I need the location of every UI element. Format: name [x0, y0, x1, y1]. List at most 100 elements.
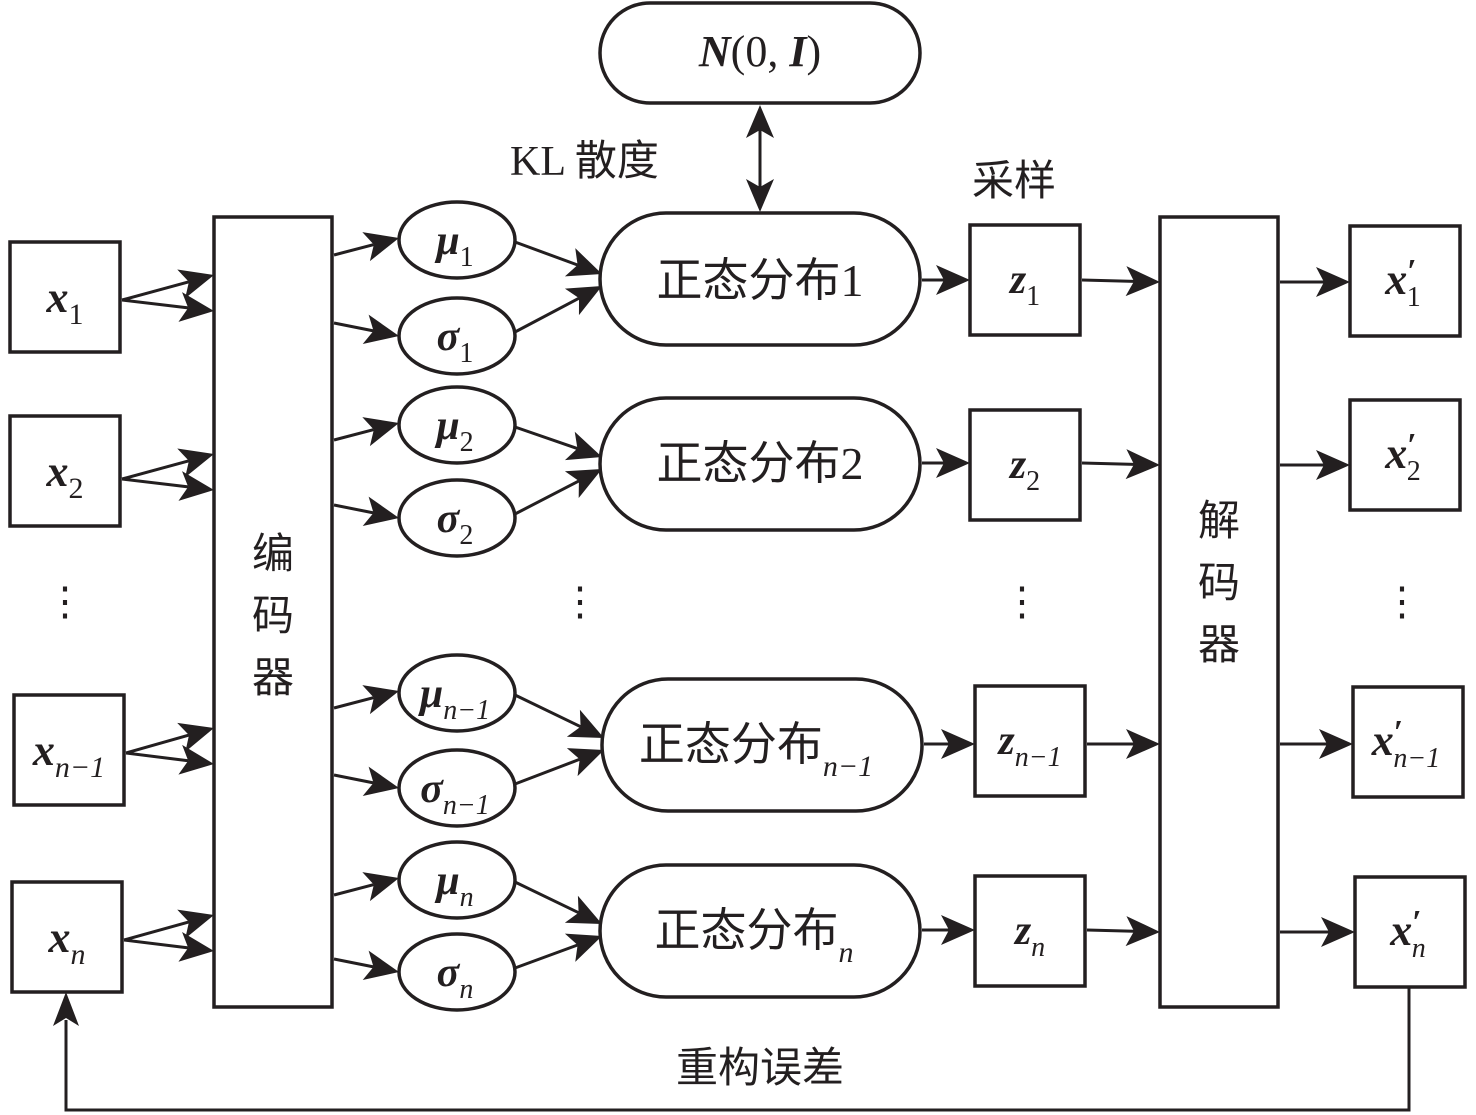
kl-divergence-label: KL 散度	[510, 139, 659, 185]
input-arrow-lower-line	[123, 938, 189, 950]
distribution-label: 正态分布2	[657, 438, 864, 489]
kl-arrowhead-up	[746, 105, 774, 138]
output-label-symbol: x	[1371, 716, 1394, 765]
input-arrow-lower-line	[121, 477, 189, 489]
mu-label-subscript: n	[460, 882, 474, 913]
distribution-label: 正态分布n	[655, 905, 854, 969]
encoder-to-mu-arrow-head	[362, 872, 399, 902]
latent-box	[968, 408, 1082, 522]
encoder-to-sigma-arrow-line	[333, 503, 374, 515]
input-arrow-lower-head	[178, 292, 214, 322]
input-label-symbol: x	[48, 913, 71, 962]
output-label: x′n	[1389, 904, 1426, 964]
sigma-label-subscript: 1	[459, 338, 473, 369]
input-label-subscript: n	[71, 938, 86, 971]
encoder-to-mu-arrow-line	[333, 883, 375, 897]
output-label-prime: ′	[1412, 904, 1422, 941]
mu-to-distribution-arrow-head	[564, 895, 602, 924]
prior-label: N(0, I)	[698, 27, 821, 76]
distribution-node	[598, 396, 922, 532]
output-label-prime: ′	[1407, 253, 1417, 290]
input-box	[10, 880, 124, 994]
latent-box	[973, 684, 1087, 798]
distribution-to-latent-arrow-head	[936, 265, 970, 295]
sigma-to-distribution-arrow-line	[514, 757, 581, 786]
ellipsis-distributions: ⋮	[560, 579, 600, 624]
encoder-to-sigma-arrow-line	[333, 321, 374, 333]
sigma-label: σn	[437, 950, 474, 1005]
distribution-to-latent-arrow-head	[941, 915, 975, 945]
reconstruction-error-label: 重构误差	[676, 1046, 844, 1092]
input-arrow-upper-head	[177, 269, 214, 299]
sigma-label: σn−1	[420, 766, 490, 821]
latent-to-decoder-arrow-head	[1125, 449, 1160, 480]
output-label-symbol: x	[1384, 255, 1407, 304]
input-arrow-lower-head	[178, 471, 214, 501]
input-label: xn	[48, 913, 86, 971]
latent-label-symbol: z	[1008, 257, 1027, 303]
input-arrow-upper-line	[125, 733, 190, 755]
latent-label-subscript: n	[1031, 932, 1045, 963]
prior-box	[598, 1, 922, 105]
mu-to-distribution-arrow-head	[564, 431, 602, 461]
kl-arrowhead-down	[746, 179, 774, 212]
decoder-to-output-arrow-head	[1316, 267, 1350, 297]
mu-node	[397, 385, 517, 465]
latent-label-symbol: z	[1013, 908, 1032, 954]
mu-label-symbol: μ	[434, 858, 459, 904]
input-box	[8, 414, 122, 528]
sigma-label-symbol: σ	[437, 314, 461, 360]
mu-label-subscript: 1	[460, 242, 474, 273]
input-arrow-upper-line	[121, 280, 190, 302]
distribution-name: 正态分布	[655, 905, 839, 956]
latent-label: zn−1	[996, 718, 1061, 773]
sigma-label-subscript: 2	[459, 520, 473, 551]
sigma-label-symbol: σ	[420, 766, 444, 812]
input-arrow-lower-line	[125, 751, 189, 763]
mu-label: μ1	[434, 218, 473, 273]
encoder-to-sigma-arrow-line	[333, 773, 374, 785]
mu-label: μ2	[434, 403, 473, 458]
encoder-to-sigma-arrow-head	[362, 766, 399, 797]
latent-to-decoder-arrow-line	[1081, 278, 1135, 283]
reconstruction-arrowhead	[53, 992, 79, 1026]
prior-node: N(0, I)	[598, 1, 922, 105]
encoder-box	[212, 215, 334, 1009]
distribution-to-latent-arrow-head	[941, 729, 975, 759]
output-label-prime: ′	[1394, 714, 1404, 751]
distribution-subscript: n	[839, 936, 854, 969]
output-label: x′n−1	[1371, 714, 1440, 774]
output-label-subscript: n	[1412, 933, 1426, 964]
sigma-to-distribution-arrow-line	[514, 943, 579, 970]
input-arrow-lower-line	[121, 298, 189, 310]
reconstruction-loop	[53, 988, 1411, 1112]
latent-label-symbol: z	[1008, 442, 1027, 488]
mu-label-symbol: μ	[434, 403, 459, 449]
sigma-to-distribution-arrow-head	[564, 933, 602, 962]
output-label-symbol: x	[1384, 429, 1407, 478]
mu-label-symbol: μ	[418, 671, 443, 717]
decoder-box	[1158, 215, 1280, 1009]
latent-to-decoder-arrow-line	[1081, 461, 1135, 466]
distribution-node	[600, 677, 924, 813]
encoder-char-3: 器	[252, 656, 294, 702]
sigma-label: σ2	[437, 496, 474, 551]
decoder-to-output-arrow-head	[1321, 917, 1355, 947]
mu-label-symbol: μ	[434, 218, 459, 264]
input-arrow-upper-head	[177, 909, 214, 939]
input-arrow-upper-line	[123, 920, 190, 942]
encoder-to-sigma-arrow-head	[362, 496, 399, 527]
mu-label-subscript: 2	[460, 427, 474, 458]
sampling-label: 采样	[972, 159, 1056, 205]
input-label: x2	[46, 447, 84, 505]
encoder-to-sigma-arrow-head	[362, 314, 399, 345]
encoder-to-mu-arrow-line	[333, 696, 375, 710]
input-label-symbol: x	[46, 447, 69, 496]
sigma-to-distribution-arrow-line	[514, 479, 580, 516]
mu-to-distribution-arrow-head	[566, 709, 604, 738]
input-label: xn−1	[32, 726, 105, 784]
encoder-block: 编 码 器	[212, 215, 334, 1009]
decoder-char-1: 解	[1198, 499, 1240, 545]
